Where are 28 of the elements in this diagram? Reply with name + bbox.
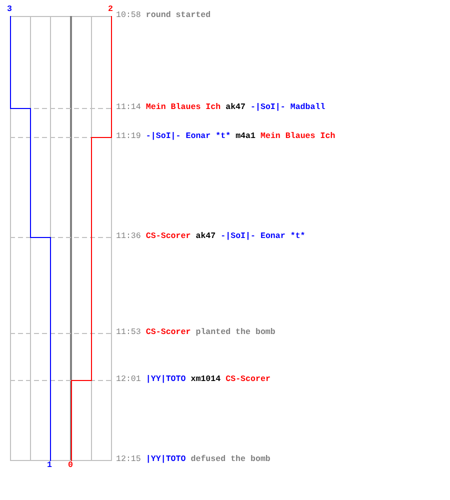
player-name: Mein Blaues Ich [260,132,336,142]
player-name: CS-Scorer [146,328,191,338]
count-label: 2 [108,5,113,14]
timestamp: 12:01 [116,375,141,385]
timestamp: 11:53 [116,328,141,338]
player-name: Mein Blaues Ich [146,103,221,113]
timestamp: 11:19 [116,132,141,142]
timestamp: 11:14 [116,103,141,113]
weapon-name: ak47 [196,232,216,242]
count-label: 3 [7,5,12,14]
player-name: CS-Scorer [226,375,270,385]
count-label: 1 [47,461,52,470]
weapon-name: m4a1 [236,132,256,142]
weapon-name: ak47 [226,103,246,113]
timestamp: 12:15 [116,455,141,465]
count-label: 0 [68,461,73,470]
player-name: -|SoI|- Eonar *t* [220,232,306,242]
event-text: planted the bomb [196,328,276,338]
player-name: CS-Scorer [146,232,191,242]
player-name: -|SoI|- Madball [250,103,326,113]
weapon-name: xm1014 [190,375,221,385]
timestamp: 11:36 [116,232,141,242]
event-text: round started [146,11,211,21]
player-name: |YY|TOTO [146,375,186,385]
player-name: |YY|TOTO [146,455,186,465]
event-text: defused the bomb [190,455,270,465]
timestamp: 10:58 [116,11,141,21]
player-name: -|SoI|- Eonar *t* [146,132,231,142]
